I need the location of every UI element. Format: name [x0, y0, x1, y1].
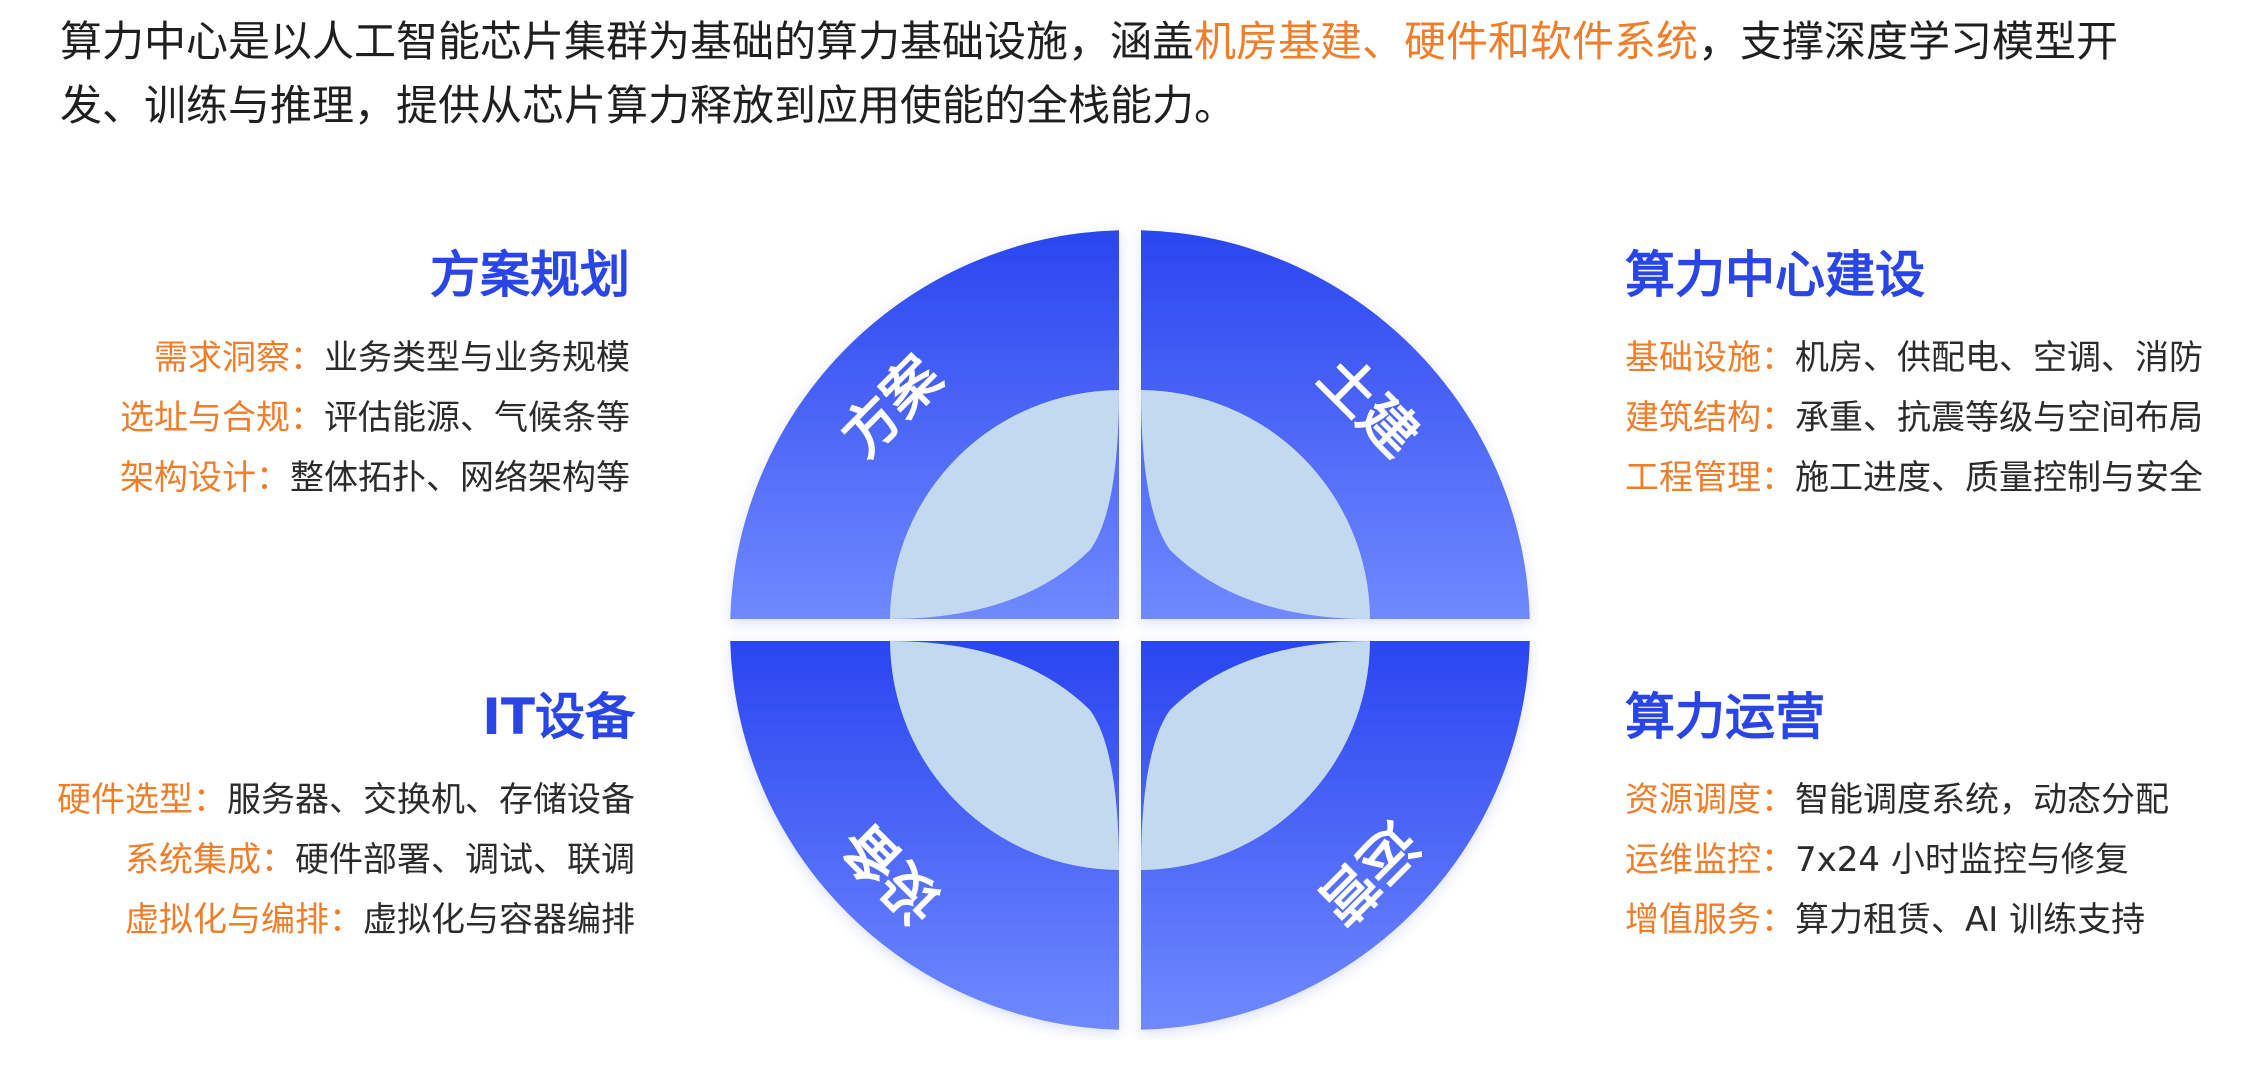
row-value: 7x24 小时监控与修复	[1795, 840, 2129, 880]
block-it-equipment-row: 硬件选型：服务器、交换机、存储设备	[0, 770, 635, 830]
block-plan-row: 架构设计：整体拓扑、网络架构等	[0, 448, 630, 508]
block-plan: 方案规划 需求洞察：业务类型与业务规模 选址与合规：评估能源、气候条等 架构设计…	[0, 240, 630, 508]
row-value: 机房、供配电、空调、消防	[1795, 338, 2203, 378]
row-key: 架构设计：	[120, 458, 290, 498]
block-it-equipment-row: 虚拟化与编排：虚拟化与容器编排	[0, 890, 635, 950]
petal-top-left	[890, 390, 1119, 619]
row-key: 工程管理：	[1625, 458, 1795, 498]
intro-text-part1: 算力中心是以人工智能芯片集群为基础的算力基础设施，涵盖	[60, 17, 1195, 66]
row-key: 选址与合规：	[120, 398, 324, 438]
row-key: 系统集成：	[125, 840, 295, 880]
block-plan-title: 方案规划	[430, 246, 630, 304]
block-construction: 算力中心建设 基础设施：机房、供配电、空调、消防 建筑结构：承重、抗震等级与空间…	[1625, 240, 2245, 508]
row-value: 硬件部署、调试、联调	[295, 840, 635, 880]
row-key: 需求洞察：	[154, 338, 324, 378]
row-value: 施工进度、质量控制与安全	[1795, 458, 2203, 498]
block-operation-title: 算力运营	[1625, 688, 1825, 746]
block-operation-row: 增值服务：算力租赁、AI 训练支持	[1625, 890, 2245, 950]
row-key: 虚拟化与编排：	[125, 900, 363, 940]
row-value: 业务类型与业务规模	[324, 338, 630, 378]
block-operation: 算力运营 资源调度：智能调度系统，动态分配 运维监控：7x24 小时监控与修复 …	[1625, 682, 2245, 950]
row-key: 运维监控：	[1625, 840, 1795, 880]
block-operation-row: 运维监控：7x24 小时监控与修复	[1625, 830, 2245, 890]
block-it-equipment: IT设备 硬件选型：服务器、交换机、存储设备 系统集成：硬件部署、调试、联调 虚…	[0, 682, 635, 950]
row-value: 服务器、交换机、存储设备	[227, 780, 635, 820]
row-key: 基础设施：	[1625, 338, 1795, 378]
block-plan-row: 选址与合规：评估能源、气候条等	[0, 388, 630, 448]
intro-text-part2: ，支撑深度学习模型开发、训练与推理，提供从芯片算力释放到应用使能的全栈能力。	[60, 17, 2119, 130]
row-key: 建筑结构：	[1625, 398, 1795, 438]
quadrant-wheel: 方案 土建 设备 运营	[730, 230, 1530, 1030]
petal-top-right	[1141, 390, 1370, 619]
row-key: 资源调度：	[1625, 780, 1795, 820]
block-it-equipment-row: 系统集成：硬件部署、调试、联调	[0, 830, 635, 890]
intro-paragraph: 算力中心是以人工智能芯片集群为基础的算力基础设施，涵盖机房基建、硬件和软件系统，…	[60, 10, 2190, 138]
row-value: 算力租赁、AI 训练支持	[1795, 900, 2146, 940]
petal-bottom-right	[1141, 641, 1370, 870]
row-value: 整体拓扑、网络架构等	[290, 458, 630, 498]
row-value: 智能调度系统，动态分配	[1795, 780, 2169, 820]
block-operation-row: 资源调度：智能调度系统，动态分配	[1625, 770, 2245, 830]
row-key: 增值服务：	[1625, 900, 1795, 940]
block-it-equipment-title: IT设备	[482, 688, 635, 746]
block-construction-row: 建筑结构：承重、抗震等级与空间布局	[1625, 388, 2245, 448]
row-value: 虚拟化与容器编排	[363, 900, 635, 940]
block-construction-title: 算力中心建设	[1625, 246, 1925, 304]
block-plan-row: 需求洞察：业务类型与业务规模	[0, 328, 630, 388]
petal-bottom-left	[890, 641, 1119, 870]
row-value: 评估能源、气候条等	[324, 398, 630, 438]
intro-highlight: 机房基建、硬件和软件系统	[1194, 17, 1699, 66]
row-key: 硬件选型：	[57, 780, 227, 820]
block-construction-row: 工程管理：施工进度、质量控制与安全	[1625, 448, 2245, 508]
row-value: 承重、抗震等级与空间布局	[1795, 398, 2203, 438]
block-construction-row: 基础设施：机房、供配电、空调、消防	[1625, 328, 2245, 388]
